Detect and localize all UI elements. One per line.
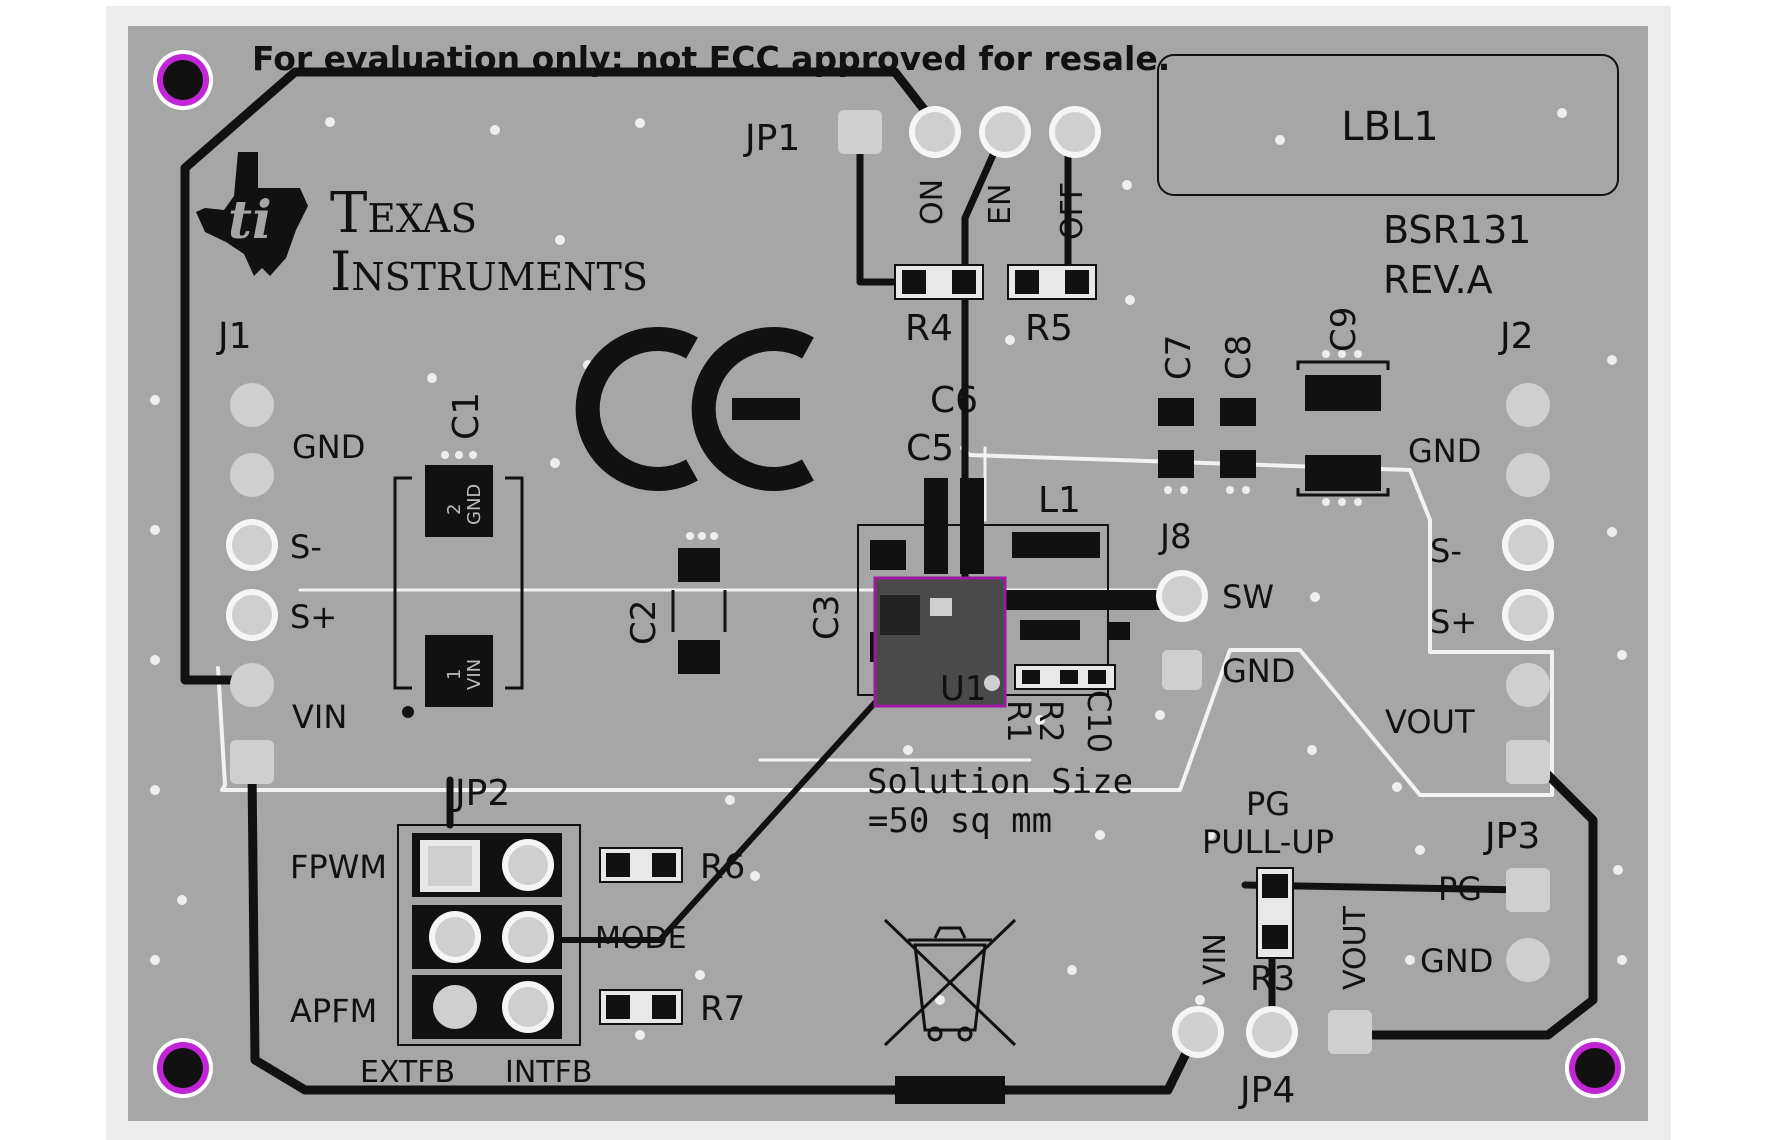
c1-pad1-number: 1 — [444, 669, 465, 680]
pg-pullup-line1: PG — [1246, 785, 1290, 823]
jp4-label: JP4 — [1238, 1070, 1295, 1111]
c2-label: C2 — [624, 600, 664, 645]
r6-label: R6 — [700, 847, 745, 887]
label-box-text: LBL1 — [1341, 104, 1438, 150]
c5-pad — [924, 478, 948, 574]
ti-logo-line2: Instruments — [330, 240, 648, 303]
jp2-intfb-label: INTFB — [505, 1055, 592, 1090]
texas-instruments-logo: ti Texas Instruments — [196, 152, 648, 303]
pg-pullup-line2: PULL-UP — [1202, 823, 1334, 861]
j1-label: J1 — [216, 316, 252, 357]
jp2-mode-label: MODE — [595, 921, 687, 956]
resistor-r4: R4 — [894, 264, 984, 349]
c1-pad2-number: 2 — [444, 504, 465, 515]
j2-s-minus-label: S- — [1430, 532, 1462, 570]
j1-s-minus-label: S- — [290, 528, 322, 566]
capacitor-c1: C1 2 GND 1 VIN — [393, 392, 524, 718]
jp1-off-label: OFF — [1055, 182, 1090, 240]
r2-label: R2 — [1032, 700, 1070, 743]
resistor-r5: R5 — [1007, 264, 1097, 349]
ti-logo-line1: Texas — [330, 181, 477, 246]
c5-label: C5 — [906, 428, 954, 469]
jumper-jp2: JP2 FPWM MODE APFM EXTFB INTFB — [290, 773, 687, 1090]
jp3-pg-label: PG — [1438, 870, 1482, 908]
j1-gnd-label: GND — [292, 428, 365, 466]
board-revision: REV.A — [1383, 258, 1493, 302]
jumper-jp3: JP3 PG GND — [1420, 816, 1550, 982]
c3-label: C3 — [807, 595, 847, 640]
c3-pad — [870, 540, 906, 570]
jumper-jp4: JP4 VIN VOUT — [1172, 905, 1373, 1111]
solution-size-line1: Solution Size — [867, 762, 1133, 802]
j2-s-plus-label: S+ — [1430, 603, 1477, 641]
jp1-en-label: EN — [983, 184, 1018, 225]
jp3-label: JP3 — [1483, 816, 1540, 857]
svg-text:ti: ti — [228, 190, 272, 251]
jp4-vout-label: VOUT — [1338, 905, 1373, 990]
jp2-fpwm-label: FPWM — [290, 848, 387, 886]
c6-pad — [960, 478, 984, 574]
jp1-label: JP1 — [743, 118, 800, 159]
j8-gnd-label: GND — [1222, 652, 1295, 690]
j2-label: J2 — [1498, 316, 1534, 357]
r5-label: R5 — [1025, 308, 1073, 349]
l1-label: L1 — [1038, 480, 1081, 521]
j1-s-plus-label: S+ — [290, 598, 337, 636]
regulator-area: C3 C5 C6 L1 U1 R1 R2 C10 — [807, 380, 1130, 753]
connector-j1: J1 GND S- S+ VIN — [216, 316, 365, 784]
jp3-gnd-label: GND — [1420, 942, 1493, 980]
mounting-hole-bottom-left — [153, 1038, 213, 1098]
jp2-apfm-label: APFM — [290, 992, 377, 1030]
j2-vout-label: VOUT — [1385, 703, 1475, 741]
u1-label: U1 — [940, 669, 987, 709]
board-id: BSR131 — [1383, 208, 1531, 252]
jp1-on-label: ON — [915, 179, 950, 225]
output-capacitors: C7 C8 C9 — [1158, 307, 1390, 506]
c6-label: C6 — [930, 380, 978, 421]
resistor-r7: R7 — [599, 989, 745, 1029]
c10-label: C10 — [1080, 690, 1118, 753]
label-box-outline — [1157, 54, 1619, 196]
jumper-jp1: JP1 ON EN OFF — [743, 106, 1101, 240]
r7-label: R7 — [700, 989, 745, 1029]
mounting-holes — [153, 50, 1625, 1098]
jp2-label: JP2 — [453, 773, 510, 814]
mounting-hole-top-left — [153, 50, 213, 110]
inductor-l1-pad — [1012, 532, 1100, 558]
j2-gnd-label: GND — [1408, 432, 1481, 470]
r3-label: R3 — [1250, 959, 1295, 999]
c1-label: C1 — [446, 392, 487, 440]
j8-label: J8 — [1158, 517, 1192, 557]
c1-pad2-name: GND — [464, 484, 485, 525]
c7-label: C7 — [1159, 335, 1199, 380]
ti-state-icon — [196, 152, 308, 276]
c9-label: C9 — [1324, 307, 1364, 352]
r1-label: R1 — [1000, 700, 1038, 743]
ce-mark-icon — [575, 327, 814, 491]
board-surface — [128, 26, 1648, 1121]
resistor-r3: R3 — [1250, 867, 1295, 999]
jp2-extfb-label: EXTFB — [360, 1055, 455, 1090]
c8-label: C8 — [1219, 335, 1259, 380]
connector-j2: J2 GND S- S+ VOUT — [1385, 316, 1554, 784]
jp4-vin-label: VIN — [1198, 933, 1233, 985]
j8-sw-label: SW — [1222, 578, 1274, 616]
capacitor-c2: C2 — [624, 532, 727, 674]
resistor-r6: R6 — [599, 847, 745, 887]
solution-size-line2: =50 sq mm — [868, 801, 1052, 841]
c1-pad1-name: VIN — [464, 659, 485, 690]
disclaimer-text: For evaluation only; not FCC approved fo… — [252, 39, 1170, 78]
mounting-hole-bottom-right — [1565, 1038, 1625, 1098]
weee-bin-icon — [883, 918, 1017, 1047]
r4-label: R4 — [905, 308, 953, 349]
via-dots — [150, 108, 1627, 1040]
connector-j8: J8 SW GND — [1156, 517, 1295, 690]
j1-vin-label: VIN — [292, 698, 347, 736]
